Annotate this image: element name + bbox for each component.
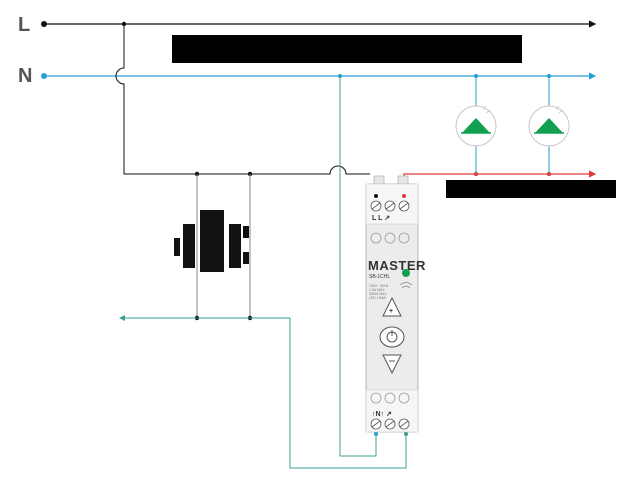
top-terminal-dot-red (402, 194, 406, 198)
spec-line-4: LED 150W (369, 296, 387, 300)
redaction-bar-top (172, 35, 522, 63)
push-button-icon (174, 210, 249, 272)
control-wire-return (289, 318, 407, 469)
wifi-icon (399, 282, 413, 289)
down-minus-icon[interactable] (382, 354, 402, 375)
led-lamp-icon (528, 105, 570, 147)
l-feed-wire (115, 24, 370, 175)
top-terminal-dot (374, 194, 378, 198)
spec-line-1: 230V~ 50Hz (369, 284, 389, 288)
screw-terminal-icon (370, 418, 410, 430)
screw-terminal-icon (370, 200, 410, 212)
device-model: SB-1CHL (369, 274, 390, 280)
redaction-bar-right (446, 180, 616, 198)
bottom-terminal-labels: ↑N↑ ↗ (372, 411, 392, 418)
din-rail-dimmer-device: L L ↗ MASTER SB-1CHL 230V~ 50Hz 1.5A MAX… (365, 175, 426, 436)
power-icon[interactable] (379, 326, 405, 348)
top-terminal-labels: L L ↗ (372, 215, 390, 222)
spec-line-3: 500W MAX (369, 292, 387, 296)
bottom-terminal-dot-s (404, 432, 408, 436)
top-terminal-holes (370, 232, 410, 244)
spec-line-2: 1.5A MAX (369, 288, 385, 292)
device-brand: MASTER (368, 258, 426, 273)
l-rail-label: L (18, 14, 30, 36)
bottom-terminal-dot-n (374, 432, 378, 436)
device-neutral-wire (339, 76, 377, 457)
led-lamp-icon (455, 105, 497, 147)
up-plus-icon[interactable]: + (382, 296, 402, 317)
svg-text:+: + (389, 308, 393, 315)
n-rail-label: N (18, 65, 32, 87)
status-led-icon (402, 269, 410, 277)
bottom-terminal-holes (370, 392, 410, 404)
